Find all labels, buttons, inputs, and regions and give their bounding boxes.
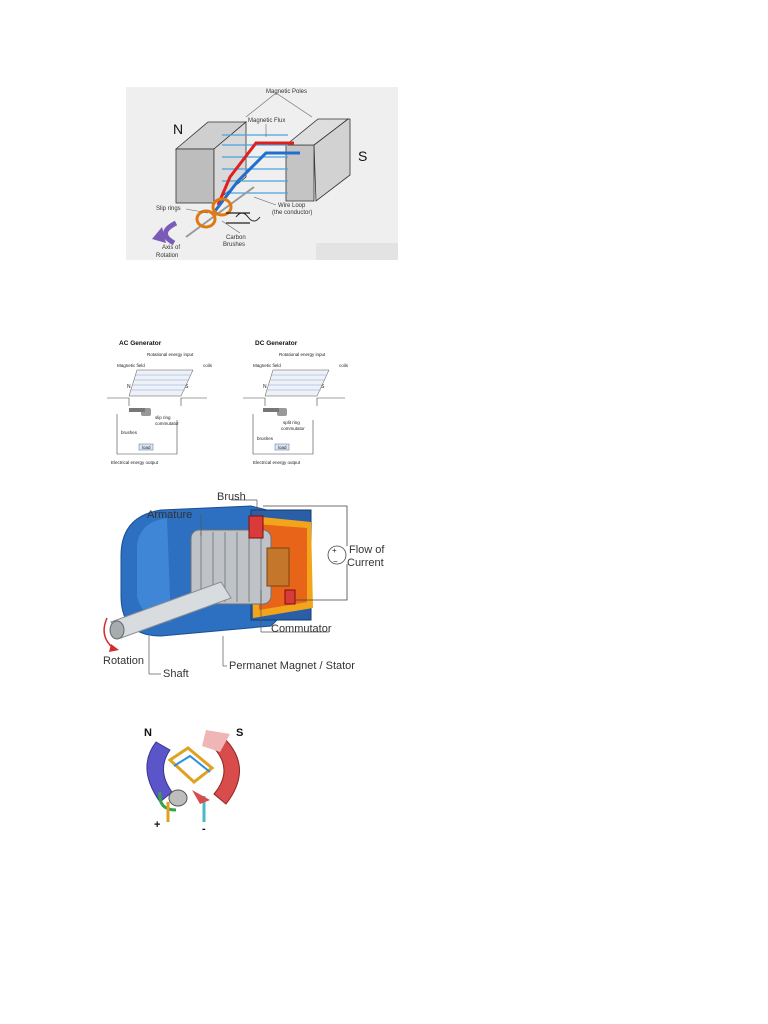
- dc-coils-label: coils: [339, 363, 349, 368]
- label-plus: +: [154, 819, 160, 831]
- label-current: Current: [347, 557, 384, 569]
- dc-commutator-label: commutator: [281, 426, 305, 431]
- figure-ac-dc-generators: AC Generator Rotational energy input Mag…: [107, 336, 369, 468]
- ac-brushes-label: brushes: [121, 430, 138, 435]
- label-brush: Brush: [217, 491, 246, 503]
- label-south: S: [236, 727, 243, 739]
- ac-south-label: S: [185, 384, 189, 390]
- ac-output-label: Electrical energy output: [111, 460, 159, 465]
- brush-top: [248, 515, 264, 539]
- ac-north-label: N: [127, 384, 131, 390]
- north-magnet: [175, 148, 215, 204]
- label-flow-of: Flow of: [349, 544, 385, 556]
- rotor-coil: [167, 746, 215, 784]
- label-magnetic-poles: Magnetic Poles: [266, 89, 307, 95]
- label-wire-loop-2: (the conductor): [272, 210, 312, 216]
- motor-principle-diagram: N S + -: [130, 712, 255, 834]
- rotation-arrow: [163, 220, 178, 246]
- label-shaft: Shaft: [163, 668, 189, 680]
- figure-dc-motor-cutaway: + − Brush Armature Flow of Current Commu…: [101, 486, 391, 684]
- ac-generator-panel: AC Generator Rotational energy input Mag…: [107, 340, 213, 465]
- dc-generator-panel: DC Generator Rotational energy input Mag…: [243, 340, 349, 465]
- figure-motor-principle: N S + -: [130, 712, 255, 834]
- ac-dc-generator-diagram: AC Generator Rotational energy input Mag…: [107, 336, 369, 468]
- label-rotation: Rotation: [156, 253, 178, 259]
- label-axis: Axis of: [162, 245, 180, 251]
- figure-generator-principle: Magnetic Poles Magnetic Flux N S Slip ri…: [126, 87, 398, 260]
- ac-commutator-label: commutator: [155, 421, 179, 426]
- ac-load-label: load: [142, 445, 151, 450]
- battery-symbol: [327, 545, 347, 565]
- dc-rotational-label: Rotational energy input: [279, 352, 326, 357]
- ac-title: AC Generator: [119, 340, 162, 347]
- north-magnet: [146, 741, 173, 803]
- label-north: N: [173, 121, 183, 137]
- dc-brushes-label: brushes: [257, 436, 274, 441]
- dc-south-label: S: [321, 384, 325, 390]
- label-carbon: Carbon: [226, 235, 246, 241]
- label-magnetic-flux: Magnetic Flux: [248, 118, 285, 124]
- battery-minus: −: [333, 557, 338, 566]
- ac-slip-ring-label: slip ring: [155, 415, 171, 420]
- label-rotation: Rotation: [103, 655, 144, 667]
- dc-output-label: Electrical energy output: [253, 460, 301, 465]
- ac-rotational-label: Rotational energy input: [147, 352, 194, 357]
- ac-magnetic-field-label: Magnetic field: [117, 363, 145, 368]
- dc-north-label: N: [263, 384, 267, 390]
- dc-magnetic-field-label: Magnetic field: [253, 363, 281, 368]
- slip-ring-1: [211, 197, 233, 217]
- dc-load-label: load: [278, 445, 287, 450]
- wire-loop-red: [216, 141, 294, 206]
- slip-ring-2: [195, 209, 217, 229]
- label-permanent-magnet: Permanet Magnet / Stator: [229, 660, 355, 672]
- rotation-arrow-green: [158, 791, 177, 812]
- dc-motor-diagram: + − Brush Armature Flow of Current Commu…: [101, 486, 391, 684]
- label-slip-rings: Slip rings: [156, 206, 181, 212]
- generator-principle-diagram: Magnetic Poles Magnetic Flux N S Slip ri…: [126, 87, 398, 260]
- battery-plus: +: [332, 546, 337, 555]
- dc-split-ring-label: split ring: [283, 420, 300, 425]
- ac-coils-label: coils: [203, 363, 213, 368]
- commutator-part: [266, 547, 290, 587]
- label-brushes: Brushes: [223, 242, 245, 248]
- label-commutator: Commutator: [271, 623, 332, 635]
- label-south: S: [358, 148, 367, 164]
- dc-title: DC Generator: [255, 340, 298, 347]
- label-wire-loop: Wire Loop: [278, 203, 306, 209]
- label-north: N: [144, 727, 152, 739]
- south-magnet: [213, 737, 240, 805]
- label-armature: Armature: [147, 509, 192, 521]
- label-minus: -: [202, 823, 206, 834]
